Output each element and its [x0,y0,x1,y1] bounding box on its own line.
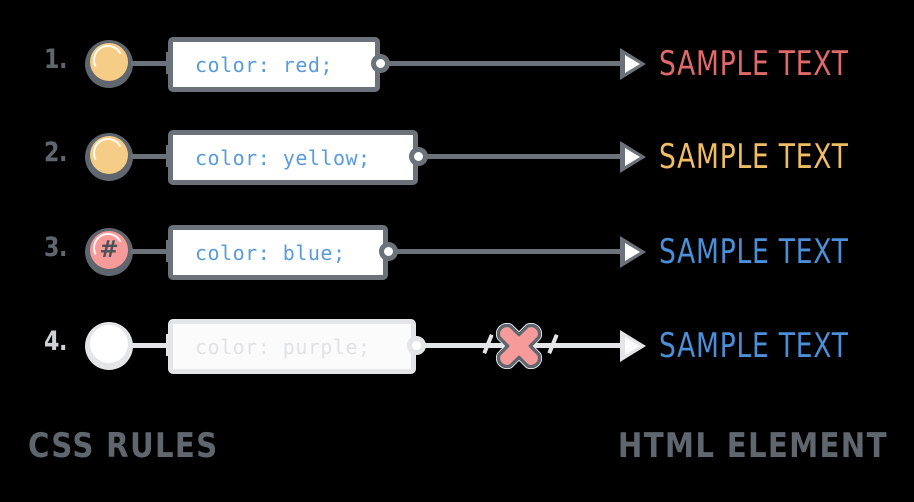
declaration-box[interactable]: color: purple; [168,319,416,374]
apply-arrow-shaft [396,249,628,254]
selector-connector [131,61,171,66]
apply-arrow-shaft [388,61,628,66]
sample-text-output: SAMPLE TEXT [659,137,849,177]
bubble-glyph [90,43,128,81]
declaration-box[interactable]: color: red; [168,37,380,92]
caption-html-element: HTML ELEMENT [618,426,888,466]
rule-number: 2. [44,137,67,168]
declaration-text: color: purple; [195,334,371,359]
id-selector-hash-icon: # [85,228,133,276]
rule-row-1: 1. color: red; SAMPLE TEXT [0,20,914,116]
class-selector-dot-icon [85,40,133,88]
apply-arrow-shaft [426,154,628,159]
declaration-box[interactable]: color: blue; [168,225,388,280]
declaration-text: color: yellow; [195,145,371,170]
declaration-text: color: blue; [195,240,346,265]
rule-row-2: 2. color: yellow; SAMPLE TEXT [0,113,914,209]
bubble-glyph [90,325,128,363]
selector-connector [131,154,171,159]
rule-number: 1. [44,44,67,75]
class-selector-dot-icon [85,133,133,181]
bubble-fill [90,43,128,81]
rule-row-4: 4. color: purple; SAMPLE TEXT [0,302,914,398]
rule-number: 3. [44,232,67,263]
bubble-glyph: # [99,237,119,263]
bubble-fill [90,231,128,269]
output-connector-knob [379,242,398,261]
output-connector-knob [407,336,426,355]
rule-number: 4. [44,326,67,357]
bubble-fill [90,136,128,174]
bubble-glyph [90,136,128,174]
bubble-fill [90,325,128,363]
unmatched-selector-dot-icon [85,322,133,370]
sample-text-output: SAMPLE TEXT [659,232,849,272]
selector-connector [131,249,171,254]
sample-text-output: SAMPLE TEXT [659,44,849,84]
declaration-box[interactable]: color: yellow; [168,130,418,185]
sample-text-output: SAMPLE TEXT [659,326,849,366]
selector-connector [131,343,171,348]
declaration-text: color: red; [195,52,333,77]
output-connector-knob [409,147,428,166]
caption-css-rules: CSS RULES [28,426,219,466]
x-blocked-icon [495,322,543,370]
rule-row-3: 3. # color: blue; SAMPLE TEXT [0,208,914,304]
output-connector-knob [371,54,390,73]
